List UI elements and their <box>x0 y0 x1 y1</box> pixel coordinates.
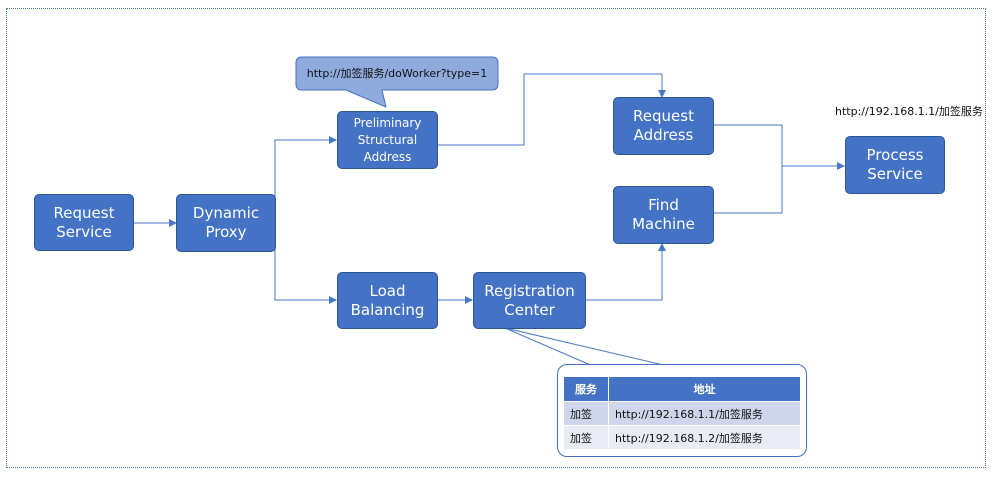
edge-request-address-to-merge <box>713 124 783 166</box>
callout-url-text: http://加签服务/doWorker?type=1 <box>306 67 488 80</box>
dotted-frame <box>6 8 986 468</box>
node-request-service[interactable]: Request Service <box>34 194 134 251</box>
node-preliminary-structural-address[interactable]: Preliminary Structural Address <box>337 111 438 169</box>
node-load-balancing[interactable]: Load Balancing <box>337 272 438 329</box>
table-cell-address: http://192.168.1.1/加签服务 <box>608 401 801 426</box>
registry-table: 服务 地址 加签 http://192.168.1.1/加签服务 加签 http… <box>563 376 801 450</box>
node-registration-center[interactable]: Registration Center <box>473 272 586 329</box>
node-dynamic-proxy[interactable]: Dynamic Proxy <box>176 194 276 252</box>
table-header-service: 服务 <box>563 376 609 402</box>
callout-bubble <box>295 56 499 108</box>
table-callout-wedge <box>504 327 673 368</box>
table-row: 加签 http://192.168.1.1/加签服务 <box>563 401 801 426</box>
table-cell-service: 加签 <box>563 401 609 426</box>
node-request-address[interactable]: Request Address <box>613 97 714 155</box>
table-header-address: 地址 <box>608 376 801 402</box>
edge-find-machine-to-merge <box>713 166 783 214</box>
table-cell-address: http://192.168.1.2/加签服务 <box>608 425 801 450</box>
table-callout-wedge-2 <box>504 327 596 368</box>
edge-proxy-to-loadbalancing <box>274 223 337 304</box>
table-header-row: 服务 地址 <box>563 376 801 402</box>
resolved-address-label: http://192.168.1.1/加签服务 <box>835 105 983 118</box>
edge-registration-to-find-machine <box>585 243 666 301</box>
node-process-service[interactable]: Process Service <box>845 136 945 194</box>
table-row: 加签 http://192.168.1.2/加签服务 <box>563 425 801 450</box>
edge-proxy-to-preliminary <box>274 136 337 223</box>
node-find-machine[interactable]: Find Machine <box>613 186 714 244</box>
table-cell-service: 加签 <box>563 425 609 450</box>
edge-preliminary-to-request-address <box>437 73 666 146</box>
